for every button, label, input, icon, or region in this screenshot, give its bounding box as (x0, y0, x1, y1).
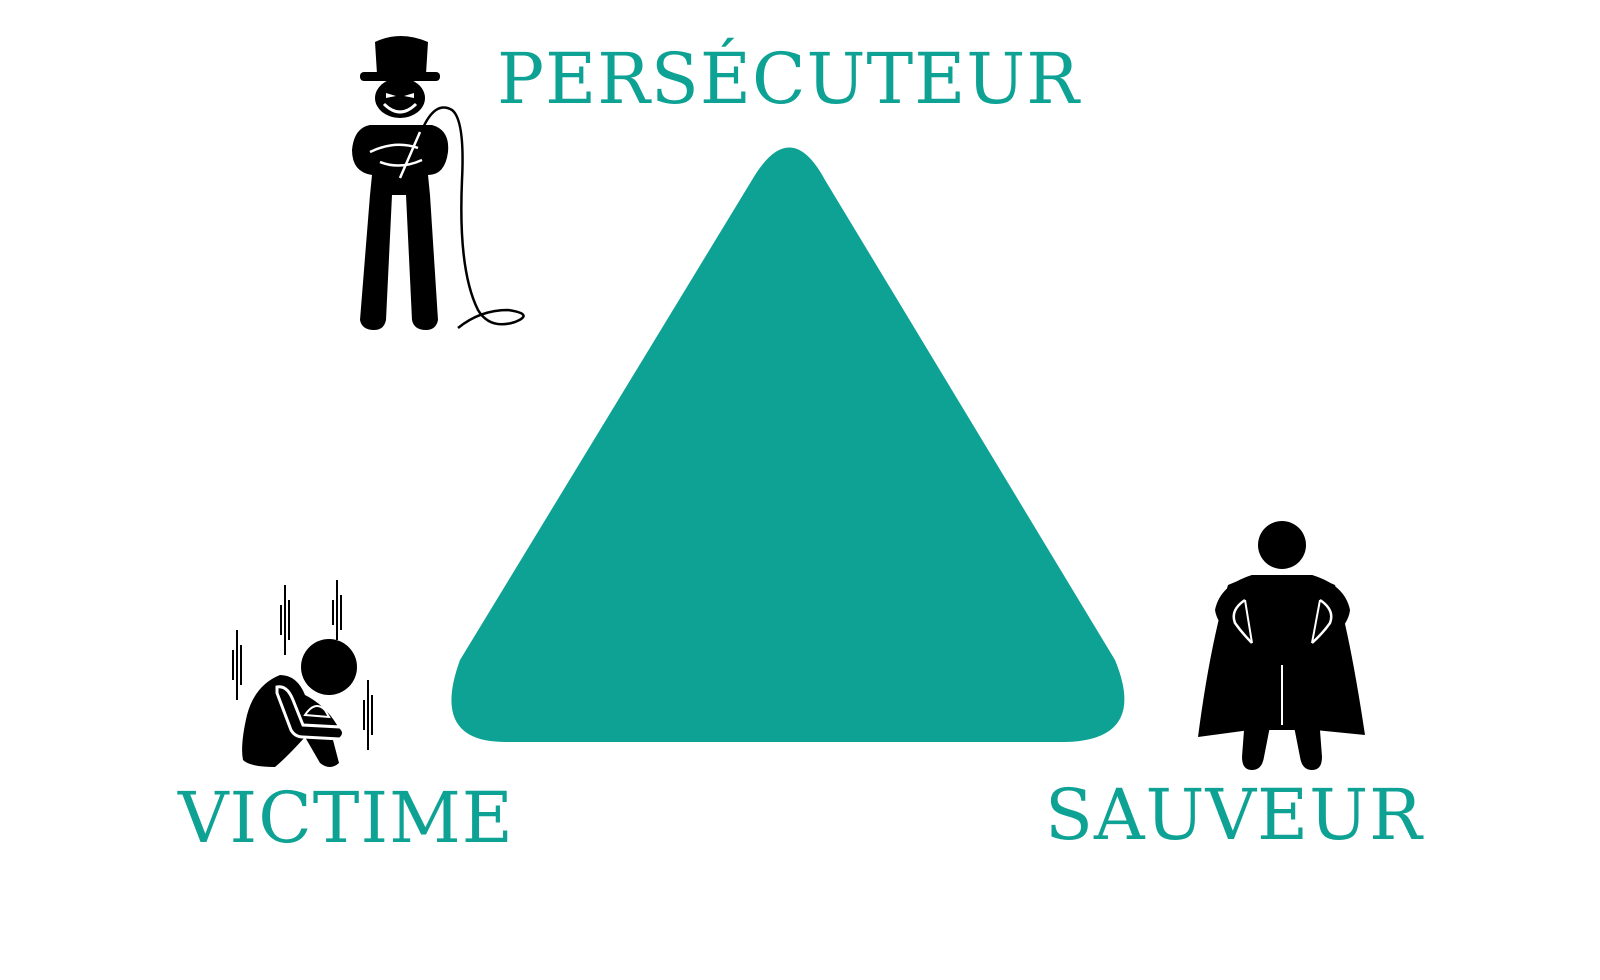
rescuer-label: SAUVEUR (1045, 774, 1423, 856)
victim-label: VICTIME (178, 777, 514, 859)
persecutor-label: PERSÉCUTEUR (497, 38, 1080, 120)
triangle-fill (451, 147, 1125, 742)
rescuer-icon (1198, 521, 1365, 770)
victim-icon (232, 580, 373, 767)
persecutor-icon (352, 36, 525, 330)
